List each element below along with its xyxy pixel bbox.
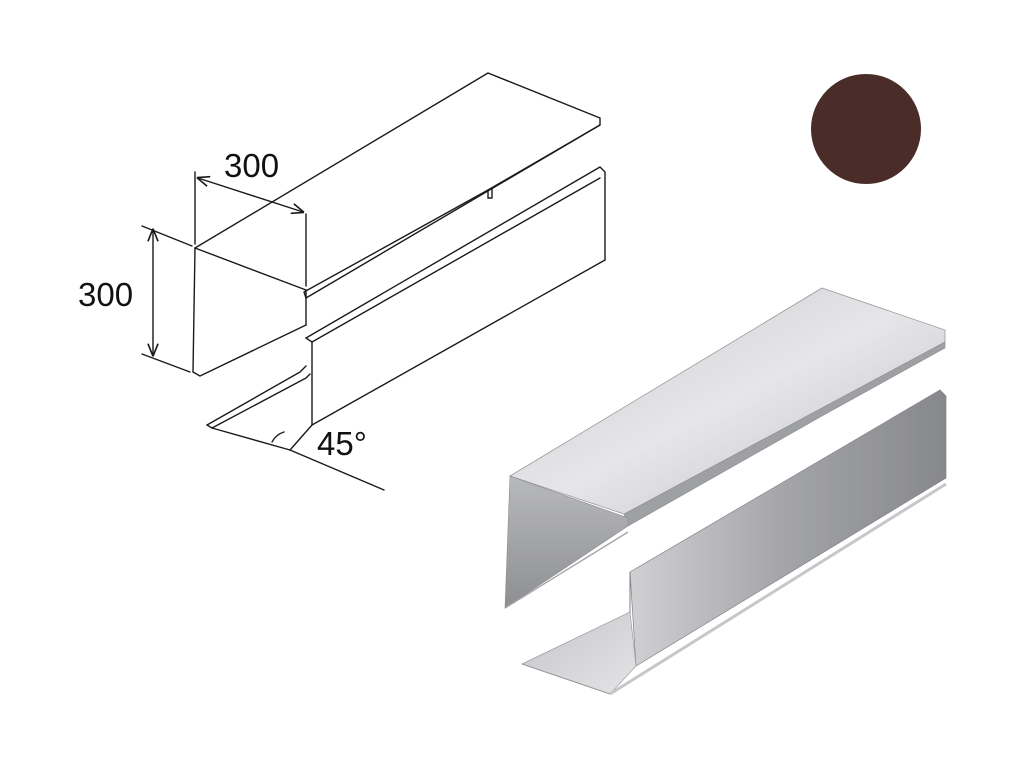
cap-side-wall [504,475,629,609]
channel-bottom-edge [609,482,947,696]
channel-outline [206,166,606,491]
technical-drawing [141,72,606,491]
channel-back-wall [629,389,947,667]
width-label: 300 [224,147,279,184]
height-dimension [141,225,193,373]
angle-label: 45° [317,425,367,462]
height-label: 300 [78,276,133,313]
channel-floor-edge [521,663,611,695]
color-swatch [811,74,921,184]
width-dimension [194,171,307,287]
rendered-product [504,287,947,696]
channel-floor [521,611,637,695]
cap-edge [504,531,629,609]
cap-outline [192,72,601,377]
